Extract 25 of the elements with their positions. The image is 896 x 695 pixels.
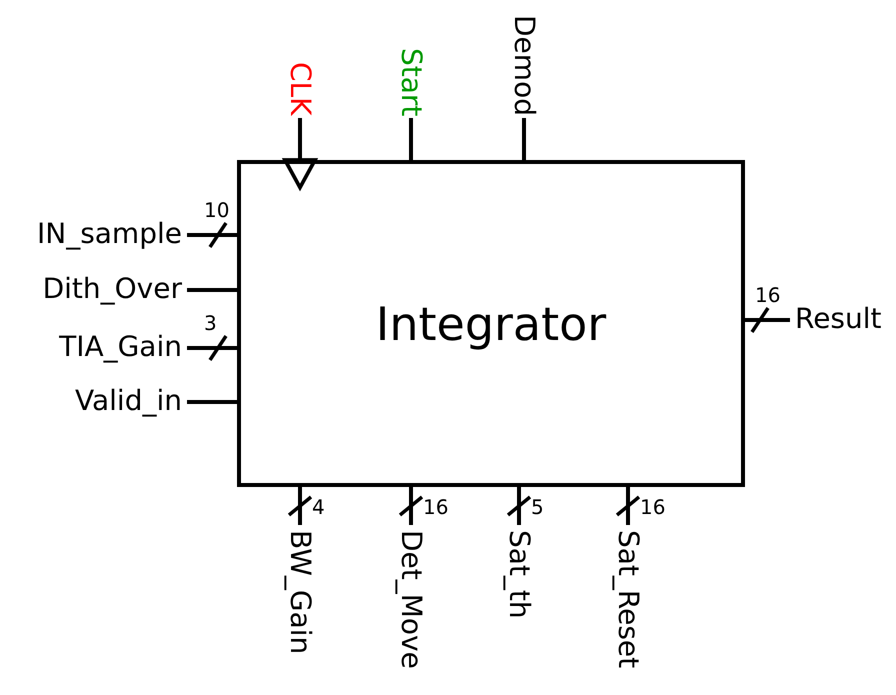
- signal-label: Valid_in: [75, 384, 182, 418]
- signal-line: [283, 118, 317, 190]
- bus-line: [409, 487, 413, 525]
- signal-label: IN_sample: [36, 217, 182, 251]
- signal-label: Start: [394, 48, 428, 116]
- signal-label: Demod: [507, 15, 541, 116]
- bus-line: [298, 487, 302, 525]
- signal-label: BW_Gain: [283, 530, 317, 654]
- bus-line: [187, 346, 237, 350]
- integrator-block: Integrator: [237, 160, 745, 487]
- bus-line: [517, 487, 521, 525]
- signal-label: Sat_Reset: [611, 530, 645, 668]
- signal-label: Result: [795, 302, 882, 336]
- signal-label: CLK: [283, 62, 317, 116]
- signal-label: Det_Move: [394, 530, 428, 669]
- bus-line: [626, 487, 630, 525]
- signal-label: Sat_th: [502, 530, 536, 619]
- signal-line: [522, 118, 526, 160]
- signal-line: [187, 288, 237, 292]
- signal-label: Dith_Over: [42, 272, 182, 306]
- bus-line: [745, 318, 790, 322]
- bus-line: [187, 233, 237, 237]
- signal-line: [409, 118, 413, 160]
- signal-line: [187, 400, 237, 404]
- signal-label: TIA_Gain: [59, 330, 182, 364]
